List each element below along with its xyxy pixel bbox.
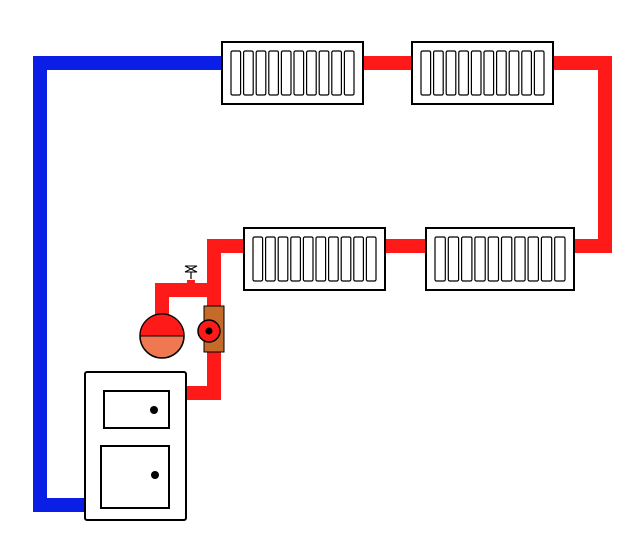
- boiler-upper-door: [103, 390, 170, 429]
- radiator-1-section: [243, 50, 254, 96]
- radiator-3-section: [474, 236, 486, 282]
- radiator-4-section: [302, 236, 314, 282]
- radiator-1-section: [230, 50, 242, 96]
- radiator-2-section: [496, 50, 507, 96]
- radiator-2-section: [508, 50, 520, 96]
- radiator-4-section: [252, 236, 264, 282]
- radiator-1-section: [331, 50, 342, 96]
- supply-pipe-right-riser: [551, 56, 612, 253]
- radiator-2-section: [470, 50, 482, 96]
- radiator-1-section: [318, 50, 330, 96]
- expansion-tank: [139, 313, 185, 359]
- radiator-4-section: [340, 236, 352, 282]
- air-vent-icon: [184, 265, 198, 273]
- radiator-2-section: [445, 50, 457, 96]
- radiator-3-section: [554, 236, 566, 282]
- radiator-1-section: [343, 50, 355, 96]
- radiator-3-section: [540, 236, 553, 282]
- radiator-1-section: [255, 50, 267, 96]
- radiator-2-section: [433, 50, 444, 96]
- air-vent-valve: [184, 265, 198, 279]
- radiator-4: [243, 227, 386, 291]
- radiator-3-section: [487, 236, 500, 282]
- circulation-pump: [197, 305, 225, 353]
- radiator-3-section: [447, 236, 460, 282]
- radiator-2-section: [533, 50, 545, 96]
- radiator-1-section: [268, 50, 279, 96]
- supply-pipe-to-radiator-4: [207, 239, 246, 300]
- radiator-2: [411, 41, 554, 105]
- boiler-lower-door: [100, 445, 170, 509]
- radiator-4-section: [315, 236, 327, 282]
- radiator-1-section: [306, 50, 317, 96]
- expansion-tank-water: [139, 313, 185, 337]
- radiator-4-section: [365, 236, 377, 282]
- radiator-3-section: [434, 236, 446, 282]
- radiator-2-section: [483, 50, 495, 96]
- radiator-1-section: [280, 50, 292, 96]
- radiator-4-section: [290, 236, 301, 282]
- boiler-upper-door-knob: [150, 406, 158, 414]
- radiator-3: [425, 227, 575, 291]
- supply-pipe-tank-branch: [155, 283, 214, 318]
- radiators: [221, 41, 575, 291]
- radiator-3-section: [500, 236, 513, 282]
- radiator-2-section: [521, 50, 532, 96]
- radiator-2-section: [458, 50, 469, 96]
- radiator-3-section: [527, 236, 539, 282]
- radiator-4-section: [328, 236, 339, 282]
- radiator-1: [221, 41, 364, 105]
- supply-pipe: [155, 56, 612, 400]
- return-pipe: [33, 56, 224, 512]
- boiler: [84, 371, 187, 521]
- radiator-4-section: [353, 236, 364, 282]
- radiator-1-section: [293, 50, 305, 96]
- return-pipe-path: [33, 56, 224, 512]
- radiator-2-section: [420, 50, 432, 96]
- radiator-3-section: [514, 236, 526, 282]
- pump-axle: [205, 327, 213, 335]
- radiator-4-section: [265, 236, 276, 282]
- radiator-4-section: [277, 236, 289, 282]
- boiler-lower-door-knob: [151, 471, 159, 479]
- radiator-3-section: [461, 236, 473, 282]
